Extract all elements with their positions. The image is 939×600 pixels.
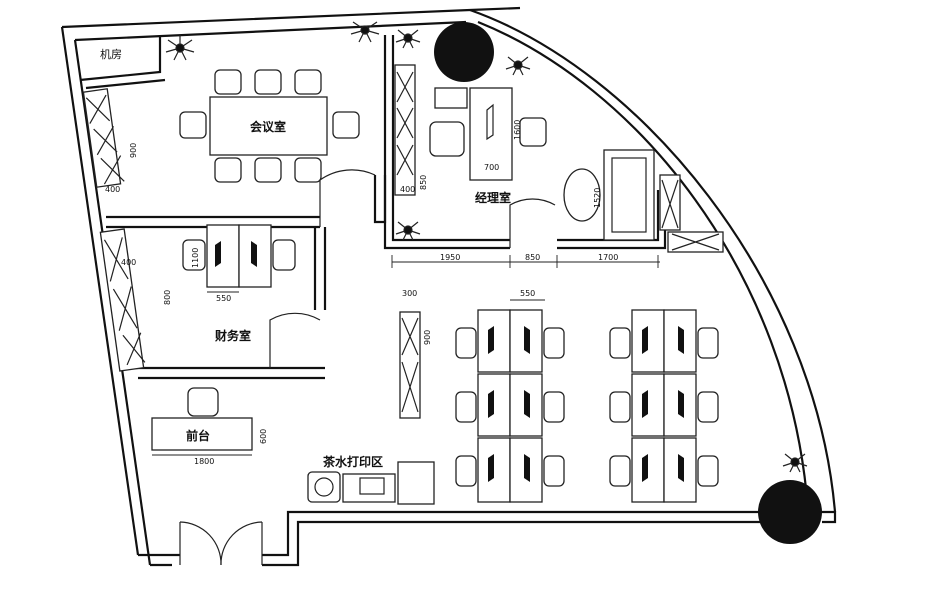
finance-desk-length: 1100 bbox=[191, 248, 200, 268]
sofa-length: 1520 bbox=[593, 188, 602, 208]
plant-icon bbox=[782, 453, 808, 473]
manager-chair bbox=[429, 121, 465, 157]
workstation-cluster-left bbox=[455, 309, 565, 503]
office-cabinet-depth: 300 bbox=[402, 289, 417, 298]
server-room-label: 机房 bbox=[100, 47, 122, 61]
server-room: 机房 bbox=[79, 35, 166, 90]
manager-office: 400 850 700 1600 经理室 1520 1950 850 1700 bbox=[350, 21, 724, 268]
manager-desk-width: 700 bbox=[484, 163, 499, 172]
manager-wall-dim-3: 1700 bbox=[598, 253, 618, 262]
finance-cabinet-length: 800 bbox=[163, 290, 172, 305]
finance-cabinet bbox=[99, 228, 145, 372]
print-cabinet bbox=[397, 461, 435, 505]
reception-desk bbox=[151, 417, 253, 451]
office-cabinet bbox=[399, 311, 421, 419]
reception: 前台 600 1800 bbox=[151, 387, 268, 466]
guest-chair bbox=[519, 117, 547, 147]
coffee-table bbox=[563, 168, 601, 222]
water-dispenser bbox=[307, 471, 341, 503]
meeting-table bbox=[209, 96, 328, 156]
decor-sphere bbox=[758, 480, 822, 544]
side-table bbox=[434, 87, 468, 109]
tea-print-area-label: 茶水打印区 bbox=[322, 454, 383, 469]
meeting-room: 900 400 会议室 2000 1000 bbox=[82, 34, 387, 229]
meeting-chairs bbox=[179, 69, 360, 183]
reception-chair bbox=[187, 387, 219, 417]
printer bbox=[342, 473, 396, 503]
server-cabinet-depth: 400 bbox=[105, 185, 120, 194]
manager-cabinet-depth: 400 bbox=[400, 185, 415, 194]
open-office: 300 900 550 1100 bbox=[399, 289, 822, 544]
workstation-width: 550 bbox=[520, 289, 535, 298]
reception-length: 1800 bbox=[194, 457, 214, 466]
manager-desk bbox=[469, 87, 513, 181]
finance-desk-1 bbox=[206, 224, 240, 288]
reception-label: 前台 bbox=[186, 428, 210, 443]
finance-cabinet-depth: 400 bbox=[121, 258, 136, 267]
office-cabinet-length: 900 bbox=[423, 330, 432, 345]
reception-depth: 600 bbox=[259, 429, 268, 444]
manager-office-label: 经理室 bbox=[475, 190, 511, 205]
decor-sphere bbox=[434, 22, 494, 82]
finance-room-label: 财务室 bbox=[214, 328, 251, 343]
manager-wall-dim-2: 850 bbox=[525, 253, 540, 262]
finance-room: 400 800 1100 550 财务室 bbox=[99, 224, 327, 380]
meeting-room-label: 会议室 bbox=[250, 119, 286, 134]
manager-cabinet bbox=[394, 64, 416, 196]
manager-cabinet-length: 850 bbox=[419, 175, 428, 190]
finance-desk-width: 550 bbox=[216, 294, 231, 303]
manager-desk-length: 1600 bbox=[513, 120, 522, 140]
tea-print-area: 茶水打印区 bbox=[307, 454, 435, 505]
plant-icon bbox=[350, 21, 531, 241]
plant-icon bbox=[165, 34, 195, 61]
workstation-cluster-right bbox=[609, 309, 719, 503]
server-cabinet-length: 900 bbox=[129, 143, 138, 158]
manager-wall-dim-1: 1950 bbox=[440, 253, 460, 262]
